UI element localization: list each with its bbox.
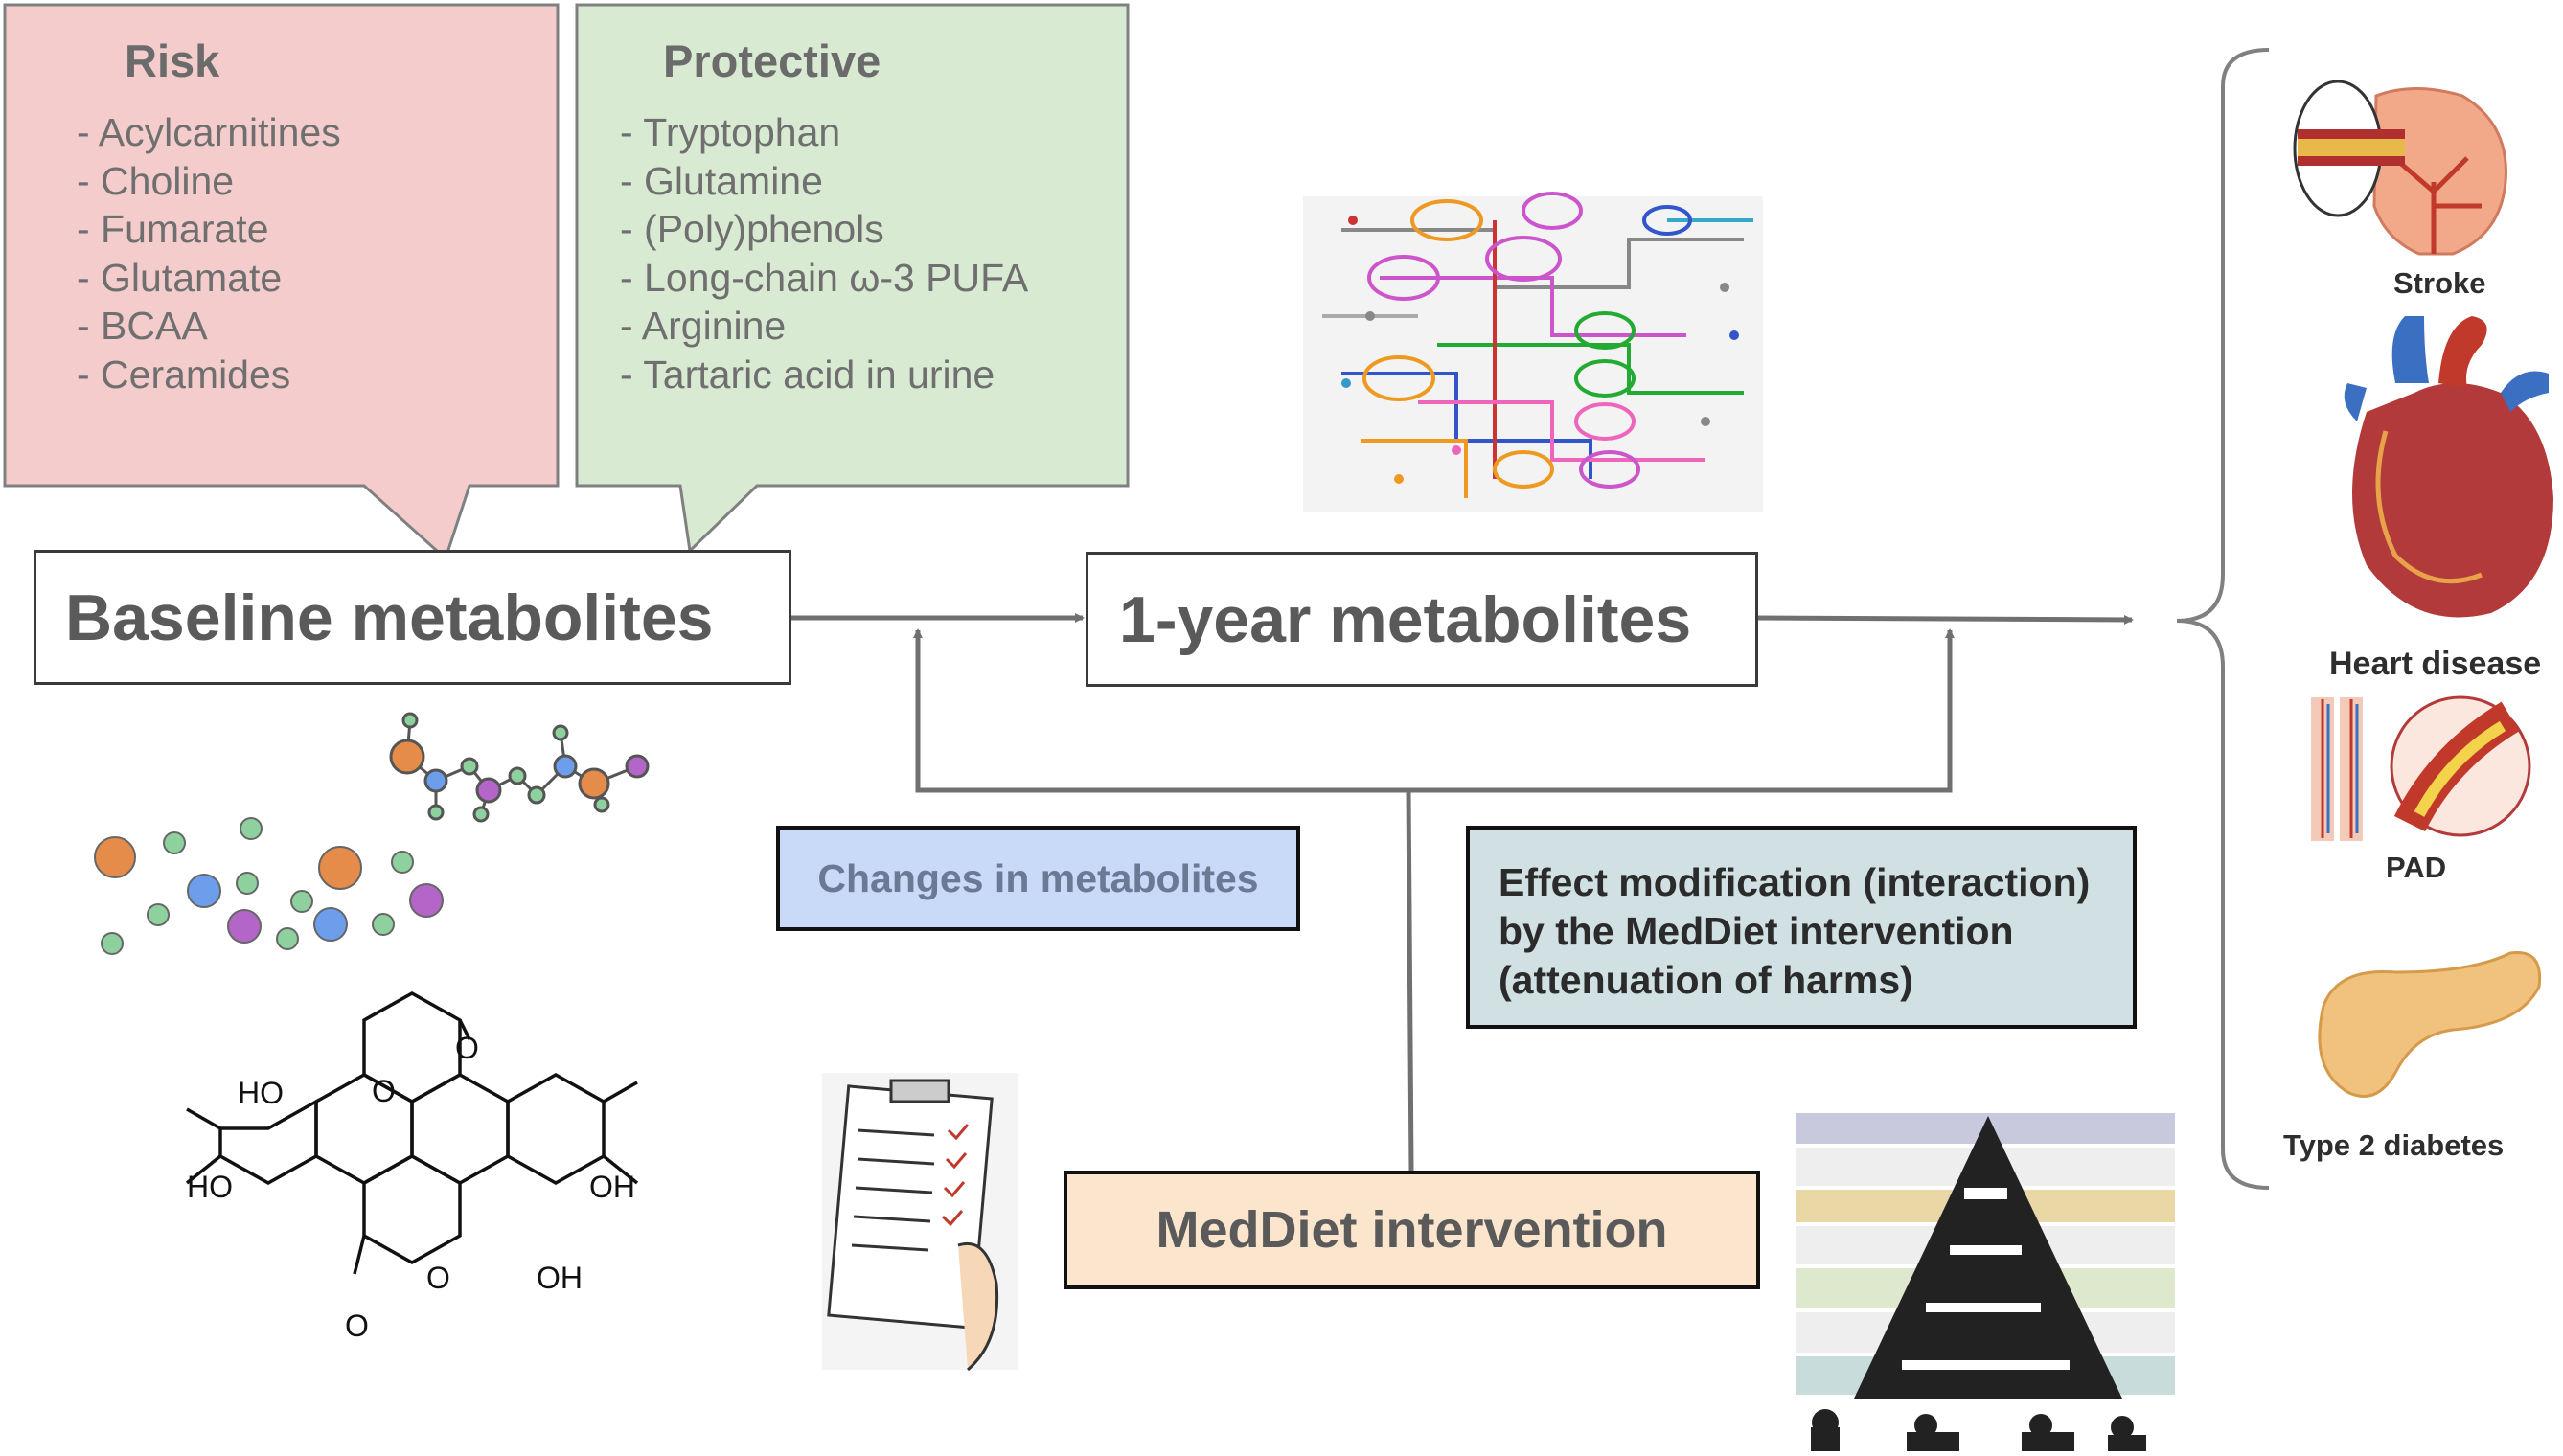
effect-modification-box: Effect modification (interaction) by the… xyxy=(1466,826,2137,1029)
mol-label-o-2: O xyxy=(455,1031,479,1065)
risk-item: - Acylcarnitines xyxy=(77,110,341,154)
metabolite-dots xyxy=(94,817,444,955)
stroke-illustration xyxy=(2293,80,2507,256)
meddiet-intervention-label: MedDiet intervention xyxy=(1156,1201,1668,1259)
protective-callout xyxy=(575,3,1130,555)
protective-item: - Tartaric acid in urine xyxy=(620,352,995,397)
arrow-1year-to-outcomes xyxy=(1755,614,2134,625)
mol-label-oh-2: OH xyxy=(537,1261,583,1295)
pathway-map xyxy=(1303,192,1763,512)
effect-line: (attenuation of harms) xyxy=(1499,958,1913,1002)
mol-label-o-4: O xyxy=(345,1308,369,1343)
one-year-metabolites-box: 1-year metabolites xyxy=(1086,552,1758,687)
modification-connector xyxy=(915,637,1953,793)
effect-line: Effect modification (interaction) xyxy=(1499,860,2091,904)
meddiet-connector xyxy=(1406,789,1414,1172)
baseline-metabolites-label: Baseline metabolites xyxy=(65,580,714,654)
mol-label-o-1: O xyxy=(372,1074,396,1108)
baseline-metabolites-box: Baseline metabolites xyxy=(34,550,791,685)
risk-list: - Acylcarnitines - Choline - Fumarate - … xyxy=(77,108,341,398)
type2-diabetes-label: Type 2 diabetes xyxy=(2283,1128,2505,1162)
protective-item: - Long-chain ω-3 PUFA xyxy=(620,255,1029,300)
pad-illustration xyxy=(2311,695,2531,841)
risk-item: - Glutamate xyxy=(77,255,283,300)
protective-item: - Tryptophan xyxy=(620,110,841,154)
mol-label-ho-2: HO xyxy=(187,1170,233,1204)
mol-label-oh-1: OH xyxy=(589,1170,635,1204)
ellagic-acid-structure xyxy=(185,990,639,1275)
heart-illustration xyxy=(2344,316,2553,618)
risk-callout xyxy=(3,3,560,561)
risk-item: - Fumarate xyxy=(77,207,269,251)
meddiet-intervention-box: MedDiet intervention xyxy=(1064,1171,1760,1289)
risk-item: - BCAA xyxy=(77,304,208,348)
risk-item: - Ceramides xyxy=(77,352,291,397)
chain-molecule xyxy=(389,712,650,823)
protective-title: Protective xyxy=(663,35,881,86)
protective-list: - Tryptophan - Glutamine - (Poly)phenols… xyxy=(620,108,1028,398)
risk-title: Risk xyxy=(125,35,220,86)
changes-in-metabolites-label: Changes in metabolites xyxy=(817,855,1259,900)
mol-label-o-3: O xyxy=(426,1261,450,1295)
effect-line: by the MedDiet intervention xyxy=(1499,909,2014,953)
protective-item: - Glutamine xyxy=(620,158,823,203)
mol-label-ho-1: HO xyxy=(238,1076,284,1110)
outcomes-brace xyxy=(2176,48,2270,1190)
heart-disease-label: Heart disease xyxy=(2329,646,2542,682)
clipboard-illustration xyxy=(822,1073,1018,1372)
risk-item: - Choline xyxy=(77,158,235,203)
one-year-metabolites-label: 1-year metabolites xyxy=(1119,582,1692,656)
pancreas-illustration xyxy=(2318,950,2542,1098)
protective-item: - Arginine xyxy=(620,304,787,348)
pad-label: PAD xyxy=(2386,851,2447,884)
changes-in-metabolites-box: Changes in metabolites xyxy=(776,826,1300,931)
protective-item: - (Poly)phenols xyxy=(620,207,884,251)
stroke-label: Stroke xyxy=(2393,266,2486,300)
food-pyramid xyxy=(1796,1113,2175,1451)
